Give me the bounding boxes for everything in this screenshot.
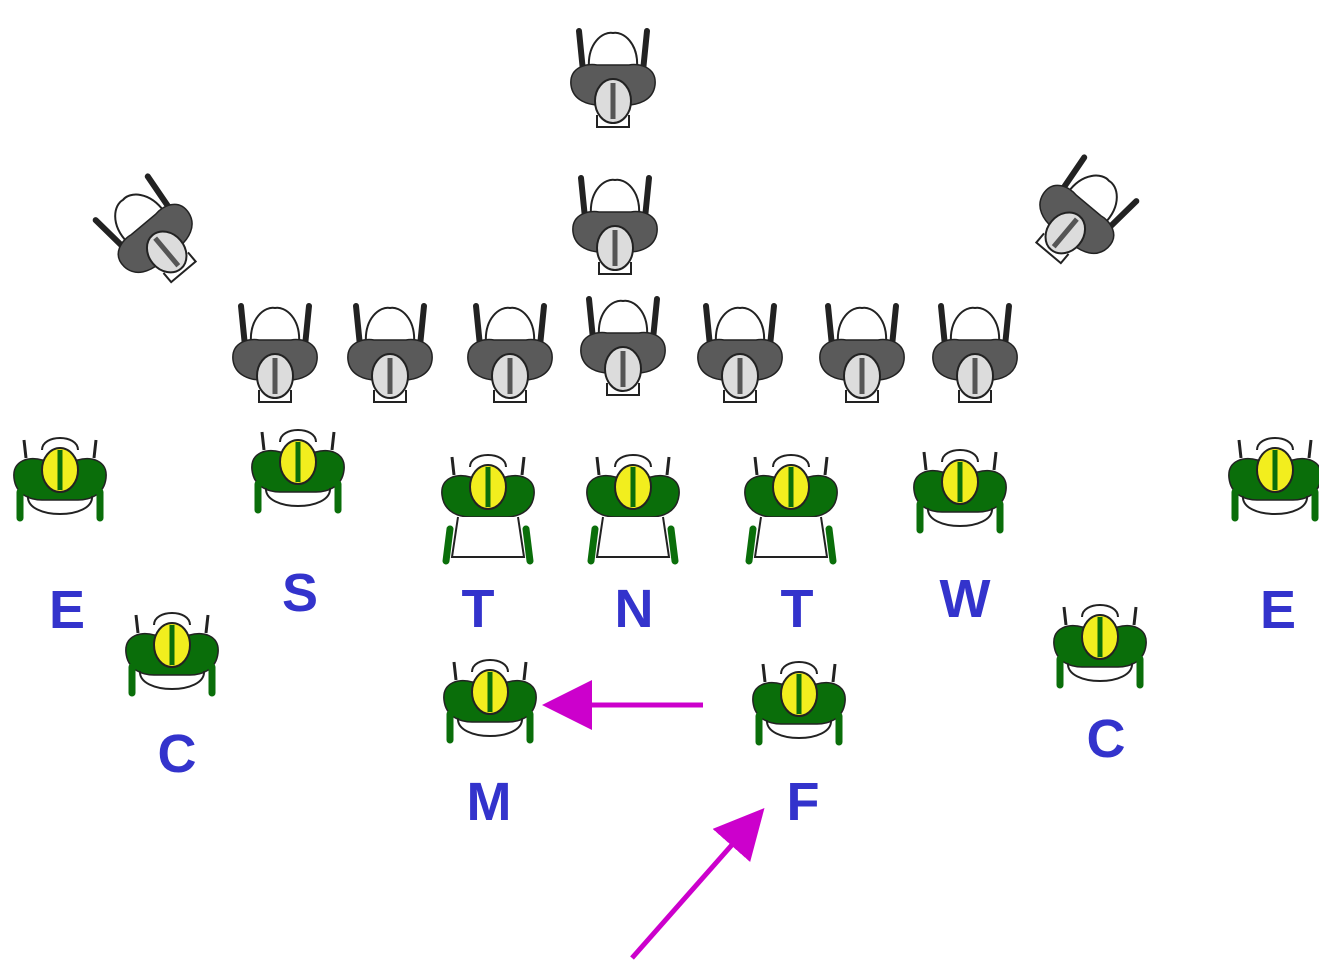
lineman-6-player: [819, 303, 905, 403]
label-end-left: E: [48, 580, 86, 640]
lineman-2-player: [347, 303, 433, 403]
label-corner-left: C: [157, 724, 197, 784]
label-strong: S: [281, 563, 319, 623]
arrow-pointer-to-free: [630, 808, 765, 960]
movement-arrows: [542, 680, 765, 960]
strong-player: [251, 429, 345, 514]
mike-player: [443, 659, 537, 744]
nose-player: [586, 454, 680, 565]
tackle-left-player: [441, 454, 535, 565]
label-free: F: [786, 772, 820, 832]
lineman-7-player: [932, 303, 1018, 403]
label-mike: M: [466, 772, 512, 832]
quarterback-deep-player: [570, 28, 656, 128]
lineman-3-player: [467, 303, 553, 403]
center-player: [580, 296, 666, 396]
defense-players: [13, 429, 1319, 746]
free-player: [752, 661, 846, 746]
label-nose: N: [614, 579, 654, 639]
label-tackle-right: T: [780, 579, 814, 639]
receiver-left-player: [92, 173, 198, 284]
receiver-right-player: [1034, 154, 1140, 265]
end-left-player: [13, 437, 107, 522]
lineman-5-player: [697, 303, 783, 403]
corner-left-player: [125, 612, 219, 697]
tackle-right-player: [744, 454, 838, 565]
running-back-player: [572, 175, 658, 275]
label-tackle-left: T: [461, 579, 495, 639]
label-weak: W: [939, 569, 991, 629]
corner-right-player: [1053, 604, 1147, 689]
end-right-player: [1228, 437, 1319, 522]
label-corner-right: C: [1086, 709, 1126, 769]
label-end-right: E: [1259, 580, 1297, 640]
lineman-1-player: [232, 303, 318, 403]
weak-player: [913, 449, 1007, 534]
offense-players: [92, 28, 1140, 403]
